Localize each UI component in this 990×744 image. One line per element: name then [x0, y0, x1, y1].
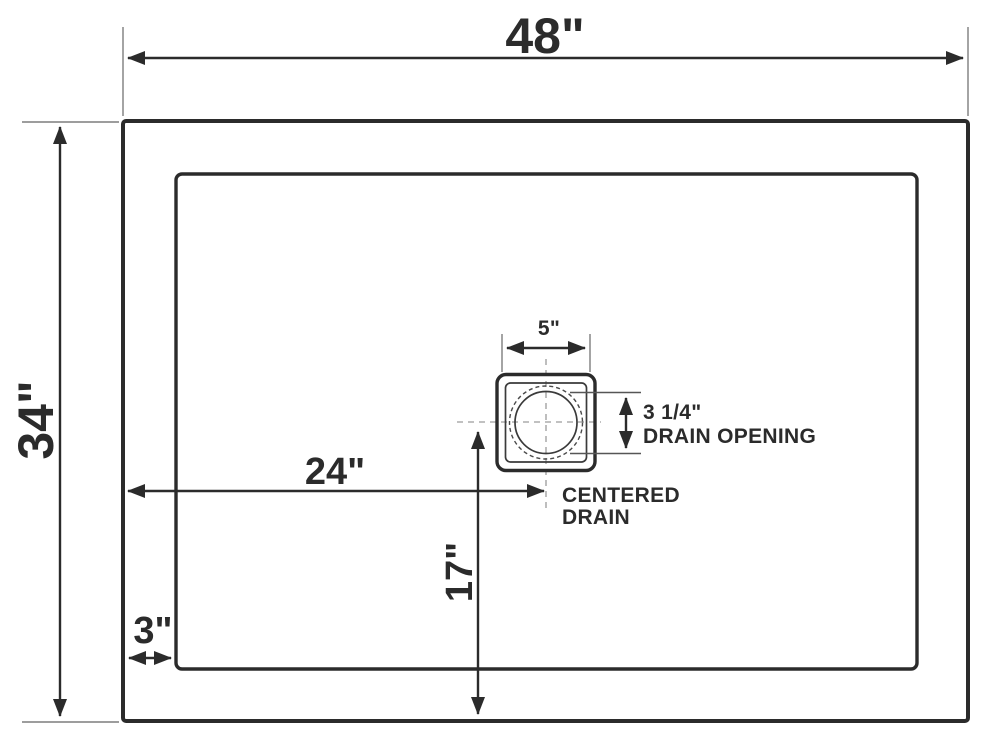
dim-ledge-inset: 3"	[128, 610, 173, 665]
label-drain-flange-width: 5"	[538, 317, 560, 340]
drain-flange-inner	[504, 382, 588, 463]
label-overall-depth: 34"	[8, 380, 64, 459]
dim-drain-from-bottom: 17"	[439, 431, 485, 715]
label-drain-from-left: 24"	[305, 451, 365, 493]
label-drain: DRAIN	[562, 506, 630, 529]
label-overall-width: 48"	[505, 8, 584, 64]
drain-opening-dashed	[508, 385, 584, 460]
label-centered: CENTERED	[562, 484, 680, 507]
label-drain-opening-size: 3 1/4"	[643, 401, 701, 424]
dim-overall-width: 48"	[122, 8, 969, 116]
drain-flange-outer	[495, 372, 597, 473]
drain-assembly	[495, 372, 597, 473]
dim-drain-opening: 3 1/4" DRAIN OPENING	[570, 391, 816, 455]
outer-base-edge	[121, 119, 970, 723]
dim-overall-depth: 34"	[8, 121, 119, 723]
drain-note: CENTERED DRAIN	[562, 484, 680, 529]
drain-centerlines	[457, 359, 601, 512]
inner-basin-edge	[174, 172, 919, 671]
label-drain-opening-caption: DRAIN OPENING	[643, 425, 816, 448]
drain-opening-circle	[514, 390, 578, 455]
label-drain-from-bottom: 17"	[439, 542, 481, 602]
dim-drain-from-left: 24"	[127, 451, 545, 498]
dim-drain-flange-width: 5"	[501, 317, 591, 372]
label-ledge-inset: 3"	[133, 610, 172, 652]
